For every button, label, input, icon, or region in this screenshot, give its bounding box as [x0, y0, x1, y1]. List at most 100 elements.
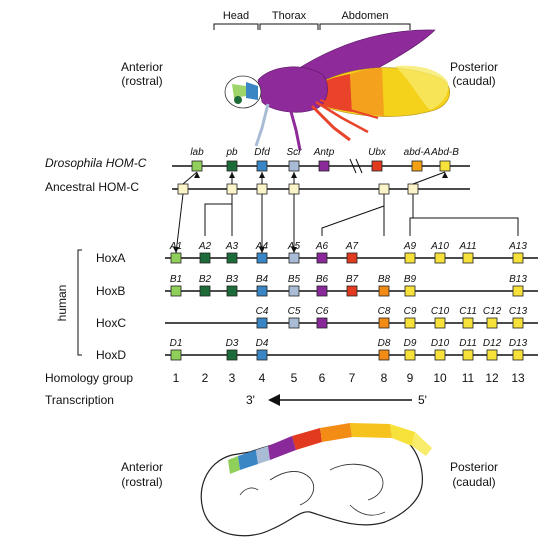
fly-gene-box-antp	[319, 161, 329, 171]
three-prime-label: 3'	[246, 393, 255, 407]
ancestral-to-fly-arrow-head	[291, 172, 297, 178]
hox-gene-label: C6	[316, 306, 329, 317]
fly-posterior-label: Posterior	[450, 60, 498, 74]
hox-gene-box-d12	[487, 350, 497, 360]
hox-gene-box-c6	[317, 318, 327, 328]
cluster-label-hoxd: HoxD	[96, 348, 126, 362]
hox-gene-label: B6	[316, 274, 329, 285]
embryo-anterior-sub: (rostral)	[121, 475, 162, 489]
hox-gene-box-a6	[317, 253, 327, 263]
hox-gene-box-d9	[405, 350, 415, 360]
hox-gene-box-c5	[289, 318, 299, 328]
fly-gene-box-pb	[227, 161, 237, 171]
ancestral-gene-box	[289, 184, 299, 194]
hox-gene-label: D1	[170, 338, 183, 349]
fly-anterior-label: Anterior	[121, 60, 163, 74]
hox-gene-label: B8	[378, 274, 391, 285]
embryo-section: Anterior (rostral) Posterior (caudal)	[121, 423, 498, 536]
homology-number: 6	[319, 371, 326, 385]
ancestral-label: Ancestral HOM-C	[45, 180, 139, 194]
hox-gene-label: A3	[225, 241, 239, 252]
hox-gene-label: B2	[199, 274, 212, 285]
hox-gene-box-b13	[513, 286, 523, 296]
hox-gene-box-b8	[379, 286, 389, 296]
fly-section: Head Thorax Abdomen Anterior (rostral) P…	[121, 10, 498, 150]
hox-gene-label: B13	[509, 274, 527, 285]
homology-number: 12	[485, 371, 499, 385]
hox-gene-box-b1	[171, 286, 181, 296]
hox-gene-label: D13	[509, 338, 528, 349]
hox-gene-box-d3	[227, 350, 237, 360]
ancestral-gene-box	[379, 184, 389, 194]
homology-number: 8	[381, 371, 388, 385]
fly-gene-label: Dfd	[254, 147, 270, 158]
hox-gene-label: C8	[378, 306, 391, 317]
hox-gene-label: D8	[378, 338, 391, 349]
hox-gene-label: D4	[256, 338, 269, 349]
fly-gene-label: Antp	[313, 147, 335, 158]
hox-gene-box-c13	[513, 318, 523, 328]
homology-number: 3	[229, 371, 236, 385]
hox-gene-box-c11	[463, 318, 473, 328]
hox-gene-label: B3	[226, 274, 239, 285]
segment-thorax: Thorax	[272, 10, 307, 22]
segment-head: Head	[223, 10, 249, 22]
homology-row: Homology group 12345678910111213	[45, 371, 525, 385]
fly-anterior-sub: (rostral)	[121, 74, 162, 88]
embryo-anterior-label: Anterior	[121, 460, 163, 474]
hox-gene-label: A4	[255, 241, 269, 252]
hox-gene-box-d11	[463, 350, 473, 360]
ancestral-to-fly-arrow-head	[259, 172, 265, 178]
human-label: human	[55, 285, 69, 322]
transcription-row: Transcription 3' 5'	[45, 393, 427, 407]
drosophila-row: Drosophila HOM-C labpbDfdScrAntpUbxabd-A…	[45, 147, 470, 173]
homology-number: 4	[259, 371, 266, 385]
hox-gene-label: A10	[430, 241, 449, 252]
fly-illustration	[225, 30, 450, 150]
homology-number: 2	[202, 371, 209, 385]
fly-gene-label: pb	[225, 147, 238, 158]
hox-gene-box-a3	[227, 253, 237, 263]
hox-gene-box-c4	[257, 318, 267, 328]
hox-gene-label: A2	[198, 241, 212, 252]
hox-gene-box-b6	[317, 286, 327, 296]
fly-gene-box-abd-a	[412, 161, 422, 171]
hox-gene-box-d1	[171, 350, 181, 360]
hox-gene-box-d8	[379, 350, 389, 360]
thorax-bracket	[260, 24, 318, 30]
hox-gene-label: D11	[459, 338, 477, 349]
hox-gene-box-c9	[405, 318, 415, 328]
hox-gene-label: B7	[346, 274, 359, 285]
homology-number: 1	[173, 371, 180, 385]
human-bracket	[78, 250, 82, 355]
fly-gene-label: abd-A	[404, 147, 431, 158]
hox-gene-label: D12	[483, 338, 502, 349]
fly-gene-label: Scr	[287, 147, 303, 158]
hox-gene-box-b4	[257, 286, 267, 296]
fly-gene-box-abd-b	[440, 161, 450, 171]
hox-gene-box-b7	[347, 286, 357, 296]
hox-gene-box-b3	[227, 286, 237, 296]
cluster-label-hoxc: HoxC	[96, 316, 126, 330]
hox-gene-label: C4	[256, 306, 269, 317]
segment-abdomen: Abdomen	[341, 10, 388, 22]
hox-gene-label: A1	[169, 241, 182, 252]
drosophila-label: Drosophila HOM-C	[45, 156, 147, 170]
fly-gene-box-scr	[289, 161, 299, 171]
hox-gene-label: C10	[431, 306, 450, 317]
abdomen-bracket	[320, 24, 410, 30]
antp-split-connector	[322, 194, 384, 236]
hox-gene-label: A13	[508, 241, 527, 252]
homology-label: Homology group	[45, 371, 133, 385]
ancestral-gene-box	[257, 184, 267, 194]
homology-number: 10	[433, 371, 447, 385]
homology-number: 13	[511, 371, 525, 385]
embryo-posterior-label: Posterior	[450, 460, 498, 474]
ancestral-to-fly-arrow-head	[229, 172, 235, 178]
hox-gene-label: B5	[288, 274, 301, 285]
homology-number: 7	[349, 371, 356, 385]
hox-gene-label: A6	[315, 241, 329, 252]
hox-gene-label: B9	[404, 274, 417, 285]
